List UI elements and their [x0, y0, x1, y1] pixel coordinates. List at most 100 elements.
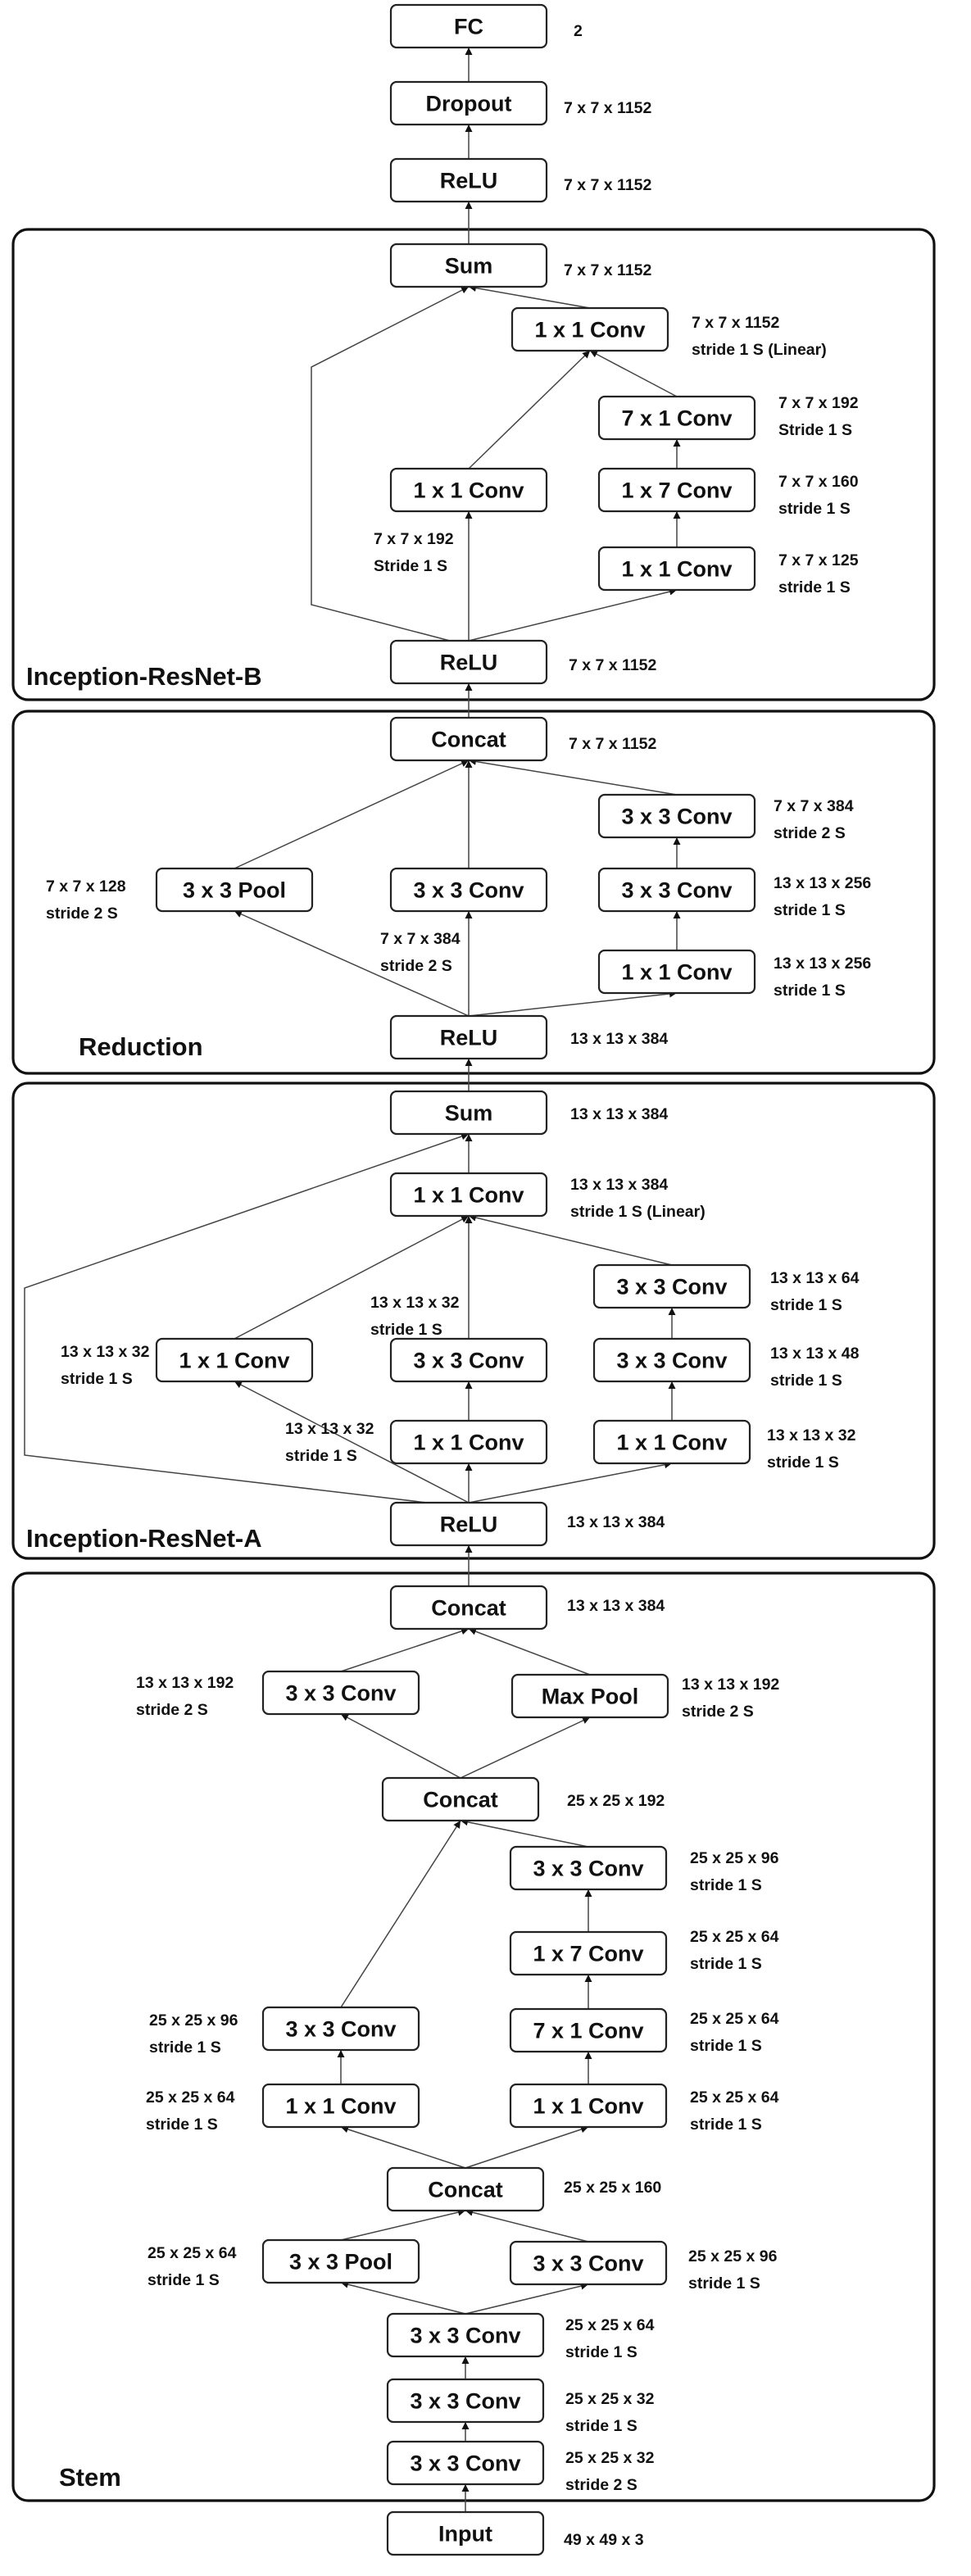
node-box: [592, 1263, 751, 1309]
node-label: 1 x 1 Conv: [413, 478, 524, 503]
node-label: ReLU: [440, 1512, 498, 1537]
edge-b-conv1x1-mid-to-b-conv1x1-lin: [468, 350, 591, 469]
node-annotation: 13 x 13 x 384: [570, 1176, 668, 1194]
node-box: [261, 2006, 420, 2052]
node-box: [509, 2083, 668, 2129]
node-box: [389, 1090, 548, 1136]
edge-s-conv3x3-l-to-s-concat3: [340, 1627, 470, 1672]
node-box: [509, 1930, 668, 1976]
edge-s-concat2-to-s-maxpool: [460, 1717, 591, 1779]
edge-s-maxpool-to-s-concat3: [468, 1627, 591, 1676]
node-annotation: 25 x 25 x 192: [567, 1792, 665, 1810]
node-box: [592, 1419, 751, 1465]
node-label: Concat: [423, 1788, 498, 1812]
edge-s-conv3-to-s-conv3x3-b: [465, 2282, 589, 2315]
node-label: 1 x 1 Conv: [621, 557, 732, 582]
node-annotation: 25 x 25 x 96: [688, 2247, 778, 2265]
node-box: [381, 1776, 540, 1822]
edge-s-conv3-to-s-pool: [340, 2280, 466, 2315]
edge-a-relu-to-a-sum: [24, 1132, 470, 1508]
node-label: ReLU: [440, 1026, 498, 1050]
node-label: 3 x 3 Pool: [289, 2250, 392, 2274]
edges-layer: [24, 48, 681, 2512]
node-label: 1 x 1 Conv: [533, 2094, 643, 2119]
node-annotation: 13 x 13 x 48: [770, 1345, 860, 1363]
node-box: [389, 1014, 548, 1060]
node-box: [510, 1673, 669, 1719]
node-label: 1 x 1 Conv: [621, 960, 732, 985]
node-annotation: 13 x 13 x 32: [61, 1343, 150, 1361]
node-label: 3 x 3 Conv: [413, 1349, 524, 1373]
node-box: [389, 1172, 548, 1218]
node-label: Input: [438, 2522, 492, 2547]
node-annotation: 25 x 25 x 64: [690, 2010, 779, 2028]
node-label: 3 x 3 Conv: [621, 805, 732, 829]
node-label: 3 x 3 Conv: [533, 2252, 643, 2276]
node-label: 3 x 3 Conv: [616, 1349, 727, 1373]
node-label: 3 x 3 Pool: [183, 878, 286, 903]
node-label: 3 x 3 Conv: [410, 2389, 520, 2414]
node-label: Sum: [445, 254, 493, 279]
node-box: [389, 716, 548, 762]
section-stem: Stem: [11, 1571, 936, 2502]
node-annotation: stride 1 S: [147, 2271, 220, 2289]
node-annotation: 7 x 7 x 1152: [564, 99, 652, 117]
node-box: [261, 2083, 420, 2129]
node-annotation: stride 1 S (Linear): [570, 1203, 706, 1221]
node-annotation: stride 1 S: [688, 2274, 760, 2293]
node-box: [389, 243, 548, 288]
node-box: [389, 157, 548, 203]
node-annotation: 7 x 7 x 384: [380, 930, 461, 948]
edge-b-conv7x1-to-b-conv1x1-lin: [589, 350, 678, 397]
edge-s-conv3x3-b-to-s-concat1: [465, 2208, 589, 2243]
node-annotation: 7 x 7 x 192: [374, 530, 454, 548]
node-label: ReLU: [440, 651, 498, 675]
edge-r-relu-to-r-pool: [234, 910, 470, 1017]
node-annotation: 13 x 13 x 384: [570, 1105, 668, 1123]
edge-s-concat1-to-s-conv1x1-r: [465, 2125, 589, 2169]
node-label: 3 x 3 Conv: [533, 1857, 643, 1881]
node-box: [386, 2440, 545, 2486]
section-inception-resnet-b: Inception-ResNet-B: [11, 228, 936, 701]
node-annotation: 25 x 25 x 64: [146, 2088, 235, 2107]
node-annotation: 13 x 13 x 256: [774, 874, 871, 892]
node-annotation: stride 1 S: [285, 1447, 357, 1465]
node-annotation: 13 x 13 x 32: [767, 1426, 856, 1444]
node-box: [386, 2378, 545, 2424]
node-annotation: stride 2 S: [565, 2476, 638, 2494]
node-s-concat2: Concat 25 x 25 x 192: [381, 1776, 665, 1822]
node-annotation: stride 1 S: [61, 1370, 133, 1388]
node-box: [386, 2166, 545, 2212]
node-annotation: 7 x 7 x 192: [778, 394, 859, 412]
node-annotation: stride 1 S: [770, 1296, 842, 1314]
node-annotation: stride 1 S: [690, 2116, 762, 2134]
node-annotation: 13 x 13 x 384: [567, 1597, 665, 1615]
section-frame: [11, 710, 936, 1075]
node-label: 3 x 3 Conv: [621, 878, 732, 903]
node-annotation: stride 1 S: [146, 2116, 218, 2134]
node-annotation: 7 x 7 x 125: [778, 551, 859, 569]
section-frame: [11, 1571, 936, 2502]
node-label: 1 x 7 Conv: [533, 1942, 643, 1966]
node-label: ReLU: [440, 169, 498, 193]
node-label: 1 x 1 Conv: [534, 318, 645, 342]
section-label: Inception-ResNet-B: [26, 662, 262, 691]
node-box: [509, 1845, 668, 1891]
